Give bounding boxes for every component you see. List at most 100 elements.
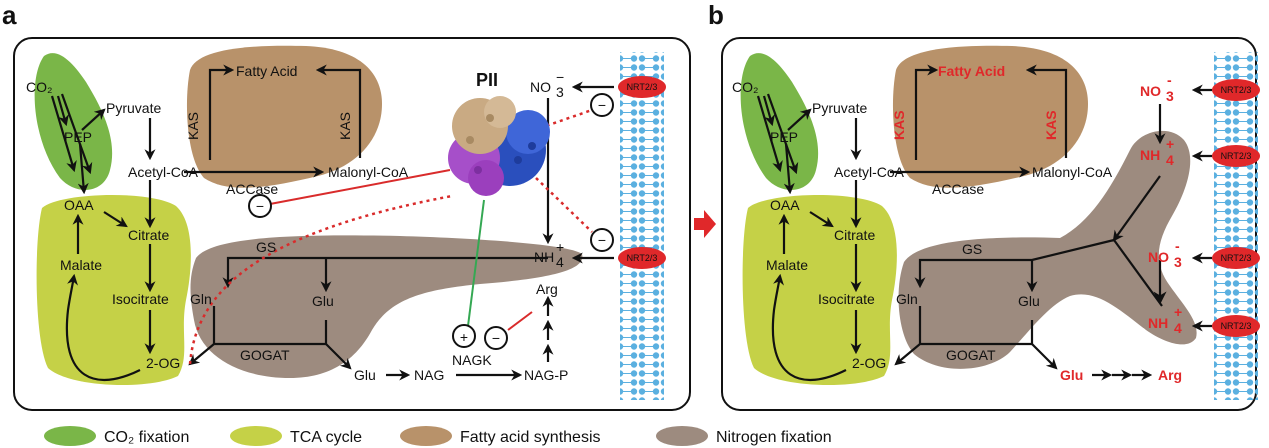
svg-text:NO: NO xyxy=(530,79,551,95)
svg-text:4: 4 xyxy=(556,254,564,270)
svg-text:NH: NH xyxy=(1140,147,1160,163)
oaa-label-b: OAA xyxy=(770,197,800,213)
citrate-label-a: Citrate xyxy=(128,227,169,243)
citrate-label-b: Citrate xyxy=(834,227,875,243)
nag-p-label-a: NAG-P xyxy=(524,367,568,383)
arg-nagk-inhibition-line xyxy=(507,311,533,331)
svg-text:+: + xyxy=(1174,304,1182,320)
nag-label-a: NAG xyxy=(414,367,444,383)
arg-label-a: Arg xyxy=(536,281,558,297)
nitrogen-fixation-region-b xyxy=(898,130,1197,369)
svg-text:NO: NO xyxy=(1148,249,1169,265)
nrt-transporter-b-1 xyxy=(1212,79,1260,101)
nrt-label-b-1: NRT2/3 xyxy=(1221,85,1252,95)
tca-cycle-region xyxy=(36,194,191,386)
svg-text:3: 3 xyxy=(556,84,564,100)
nrt-label-b-4: NRT2/3 xyxy=(1221,321,1252,331)
svg-text:-: - xyxy=(1167,72,1172,88)
svg-text:Nitrogen fixation: Nitrogen fixation xyxy=(716,429,832,446)
nitrogen-fixation-region xyxy=(190,235,583,378)
panel-b-label: b xyxy=(708,0,724,30)
co2-label-b: CO₂ xyxy=(732,79,758,95)
membrane-b xyxy=(1214,52,1258,400)
svg-text:+: + xyxy=(556,239,564,255)
svg-text:Fatty acid synthesis: Fatty acid synthesis xyxy=(460,429,601,446)
co2-fixation-region-b xyxy=(740,53,819,190)
tca-cycle-region-b xyxy=(742,194,897,386)
glu-mid-label-a: Glu xyxy=(312,293,334,309)
nrt-label-a-bottom: NRT2/3 xyxy=(627,253,658,263)
svg-text:4: 4 xyxy=(1174,320,1182,336)
accase-label-a: ACCase xyxy=(226,181,278,197)
plus-symbol-nagk: + xyxy=(452,324,476,348)
svg-text:+: + xyxy=(460,329,468,345)
minus-symbol-nagk: − xyxy=(484,326,508,350)
svg-text:4: 4 xyxy=(1166,152,1174,168)
minus-symbol-accase: − xyxy=(248,194,272,218)
glu-bottom-label-b: Glu xyxy=(1060,367,1083,383)
kas-left-label-b: KAS xyxy=(891,110,907,140)
pep-label-b: PEP xyxy=(770,129,798,145)
fatty-acid-region xyxy=(186,45,382,188)
isocitrate-label-a: Isocitrate xyxy=(112,291,169,307)
kas-right-label-a: KAS xyxy=(337,112,353,140)
transition-arrow xyxy=(694,210,716,238)
fatty-acid-label-a: Fatty Acid xyxy=(236,63,297,79)
legend-item-nitrogen-fixation: Nitrogen fixation xyxy=(656,426,832,446)
nrt-transporter-a-bottom xyxy=(618,247,666,269)
malonyl-coa-label-b: Malonyl-CoA xyxy=(1032,164,1113,180)
nrt-transporter-b-4 xyxy=(1212,315,1260,337)
svg-text:3: 3 xyxy=(1174,254,1182,270)
nrt-transporter-b-3 xyxy=(1212,247,1260,269)
legend-item-tca-cycle: TCA cycle xyxy=(230,426,362,446)
svg-text:−: − xyxy=(492,330,500,346)
gs-label-b: GS xyxy=(962,241,982,257)
pii-2og-dotted-line xyxy=(188,194,453,365)
pii-label: PII xyxy=(476,70,498,90)
isocitrate-label-b: Isocitrate xyxy=(818,291,875,307)
svg-text:-: - xyxy=(1175,238,1180,254)
legend-swatch xyxy=(44,426,96,446)
ammonium-label-b-bottom: NH 4 + xyxy=(1148,304,1182,336)
gs-label-a: GS xyxy=(256,239,276,255)
two-og-label-a: 2-OG xyxy=(146,355,180,371)
panel-b: b xyxy=(708,0,1260,411)
ammonium-label-b-top: NH 4 + xyxy=(1140,136,1174,168)
svg-text:NH: NH xyxy=(1148,315,1168,331)
svg-text:+: + xyxy=(1166,136,1174,152)
accase-label-b: ACCase xyxy=(932,181,984,197)
co2-label-a: CO₂ xyxy=(26,79,52,95)
nitrate-label-b-top: NO 3 - xyxy=(1140,72,1174,104)
membrane-a xyxy=(620,52,664,400)
svg-text:CO₂ fixation: CO₂ fixation xyxy=(104,429,189,446)
panel-a: a xyxy=(2,0,691,411)
svg-text:−: − xyxy=(256,198,264,214)
glu-mid-label-b: Glu xyxy=(1018,293,1040,309)
gogat-label-a: GOGAT xyxy=(240,347,290,363)
nagk-label-a: NAGK xyxy=(452,352,492,368)
svg-text:−: − xyxy=(598,232,606,248)
kas-left-label-a: KAS xyxy=(185,112,201,140)
legend-swatch xyxy=(230,426,282,446)
legend-item-fatty-acid-synthesis: Fatty acid synthesis xyxy=(400,426,601,446)
legend-item-co2-fixation: CO₂ fixation xyxy=(44,426,189,446)
legend: CO₂ fixation TCA cycle Fatty acid synthe… xyxy=(44,426,832,446)
nrt-transporter-a-top xyxy=(618,76,666,98)
pii-nagk-activation-line xyxy=(467,199,485,327)
pii-accase-inhibition-line xyxy=(269,169,451,205)
legend-swatch xyxy=(656,426,708,446)
svg-text:3: 3 xyxy=(1166,88,1174,104)
pii-nrt-bottom-dotted-line xyxy=(535,177,593,233)
malate-label-a: Malate xyxy=(60,257,102,273)
nitrate-label-b-bottom: NO 3 - xyxy=(1148,238,1182,270)
svg-text:NO: NO xyxy=(1140,83,1161,99)
malonyl-coa-label-a: Malonyl-CoA xyxy=(328,164,409,180)
gln-label-a: Gln xyxy=(190,291,212,307)
ammonium-label-a: NH 4 + xyxy=(534,239,564,270)
pyruvate-label-a: Pyruvate xyxy=(106,100,161,116)
nrt-label-b-3: NRT2/3 xyxy=(1221,253,1252,263)
nrt-transporter-b-2 xyxy=(1212,145,1260,167)
fatty-acid-label-b: Fatty Acid xyxy=(938,63,1005,79)
gln-label-b: Gln xyxy=(896,291,918,307)
